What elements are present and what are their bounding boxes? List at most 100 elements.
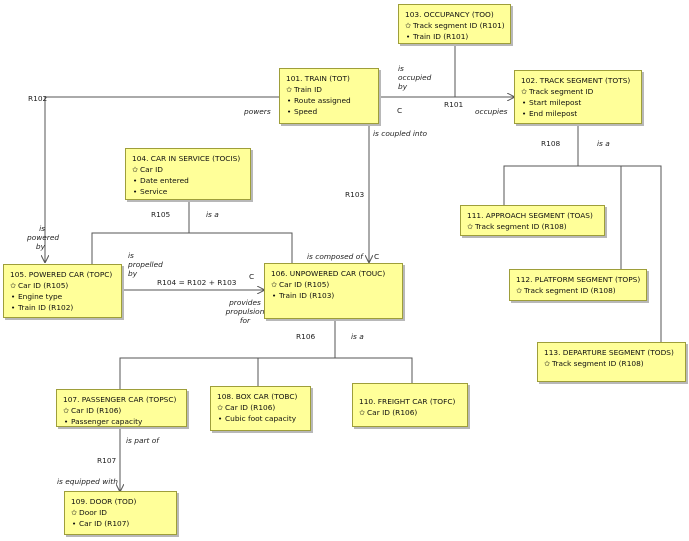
entity-attribute: ✩Car ID (R106): [359, 407, 461, 418]
r108-branch-line: [503, 165, 662, 342]
entity-occupancy[interactable]: 103. OCCUPANCY (TOO)✩Track segment ID (R…: [398, 4, 511, 44]
entity-title: 112. PLATFORM SEGMENT (TOPS): [516, 275, 641, 284]
bullet-icon: •: [132, 187, 138, 196]
entity-attribute: ✩Train ID: [286, 84, 372, 95]
entity-car-in-service[interactable]: 104. CAR IN SERVICE (TOCIS)✩Car ID•Date …: [125, 148, 251, 200]
label-c-train: C: [397, 106, 403, 115]
entity-powered-car[interactable]: 105. POWERED CAR (TOPC)✩Car ID (R105)•En…: [3, 264, 122, 318]
entity-title: 109. DOOR (TOD): [71, 497, 137, 506]
entity-attribute: •Route assigned: [286, 95, 372, 106]
label-is-a-r108: is a: [597, 139, 610, 148]
label-is-coupled-into: is coupled into: [373, 129, 428, 138]
attribute-text: Car ID (R106): [367, 408, 418, 417]
identifier-star-icon: ✩: [404, 21, 412, 30]
r106-branch-line: [119, 357, 413, 389]
entity-attribute: ✩Car ID: [132, 164, 244, 175]
label-is-equipped-with: is equipped with: [57, 477, 118, 486]
attribute-text: Train ID (R102): [18, 303, 74, 312]
label-is-composed-of: is composed of: [307, 252, 363, 261]
attribute-text: Passenger capacity: [71, 417, 143, 426]
attribute-text: Car ID: [140, 165, 163, 174]
entity-attribute: ✩Track segment ID: [521, 86, 635, 97]
entity-attribute: ✩Car ID (R106): [217, 402, 304, 413]
entity-attribute: •Cubic foot capacity: [217, 413, 304, 424]
attribute-text: Track segment ID: [529, 87, 594, 96]
entity-box-car[interactable]: 108. BOX CAR (TOBC)✩Car ID (R106)•Cubic …: [210, 386, 311, 431]
label-is-powered-by: is powered by: [27, 224, 60, 251]
entity-attribute: ✩Car ID (R105): [10, 280, 115, 291]
entity-attribute: ✩Track segment ID (R108): [544, 358, 679, 369]
entity-attribute: •Date entered: [132, 175, 244, 186]
label-provides-propulsion-for: provides propulsion for: [225, 298, 265, 325]
entity-attribute: •Passenger capacity: [63, 416, 180, 427]
bullet-icon: •: [405, 32, 411, 41]
identifier-star-icon: ✩: [358, 408, 366, 417]
bullet-icon: •: [286, 96, 292, 105]
entity-title: 111. APPROACH SEGMENT (TOAS): [467, 211, 593, 220]
attribute-text: Start milepost: [529, 98, 582, 107]
identifier-star-icon: ✩: [515, 286, 523, 295]
entity-unpowered-car[interactable]: 106. UNPOWERED CAR (TOUC)✩Car ID (R105)•…: [264, 263, 403, 319]
entity-title: 104. CAR IN SERVICE (TOCIS): [132, 154, 241, 163]
label-powers: powers: [244, 107, 271, 116]
attribute-text: Car ID (R106): [71, 406, 122, 415]
attribute-text: Track segment ID (R101): [413, 21, 505, 30]
r102-line: [45, 96, 279, 262]
label-r104: R104 = R102 + R103: [157, 278, 237, 287]
entity-attribute: •Train ID (R101): [405, 31, 504, 42]
label-is-propelled-by: is propelled by: [128, 251, 163, 278]
entity-title: 108. BOX CAR (TOBC): [217, 392, 298, 401]
entity-title: 113. DEPARTURE SEGMENT (TODS): [544, 348, 674, 357]
attribute-text: Engine type: [18, 292, 63, 301]
identifier-star-icon: ✩: [466, 222, 474, 231]
attribute-text: Speed: [294, 107, 318, 116]
bullet-icon: •: [286, 107, 292, 116]
entity-approach-segment[interactable]: 111. APPROACH SEGMENT (TOAS)✩Track segme…: [460, 205, 605, 236]
identifier-star-icon: ✩: [70, 508, 78, 517]
entity-freight-car[interactable]: 110. FREIGHT CAR (TOFC)✩Car ID (R106): [352, 383, 468, 427]
attribute-text: Train ID: [294, 85, 322, 94]
entity-attribute: ✩Track segment ID (R108): [467, 221, 598, 232]
label-is-occupied-by: is occupied by: [398, 64, 432, 91]
attribute-text: Door ID: [79, 508, 107, 517]
entity-attribute: ✩Car ID (R106): [63, 405, 180, 416]
identifier-star-icon: ✩: [9, 281, 17, 290]
entity-title: 110. FREIGHT CAR (TOFC): [359, 397, 456, 406]
attribute-text: Track segment ID (R108): [475, 222, 567, 231]
entity-attribute: •Service: [132, 186, 244, 197]
entity-attribute: ✩Track segment ID (R101): [404, 20, 505, 31]
entity-attribute: •Car ID (R107): [71, 518, 170, 529]
identifier-star-icon: ✩: [62, 406, 70, 415]
entity-passenger-car[interactable]: 107. PASSENGER CAR (TOPSC)✩Car ID (R106)…: [56, 389, 187, 427]
entity-attribute: ✩Car ID (R105): [271, 279, 396, 290]
entity-title: 101. TRAIN (TOT): [286, 74, 350, 83]
bullet-icon: •: [10, 292, 16, 301]
label-r106: R106: [296, 332, 316, 341]
entity-train[interactable]: 101. TRAIN (TOT)✩Train ID•Route assigned…: [279, 68, 379, 124]
entity-track-segment[interactable]: 102. TRACK SEGMENT (TOTS)✩Track segment …: [514, 70, 642, 124]
entity-title: 102. TRACK SEGMENT (TOTS): [521, 76, 631, 85]
attribute-text: Route assigned: [294, 96, 351, 105]
label-c-unpowered: C: [374, 252, 380, 261]
entity-attribute: •Engine type: [10, 291, 115, 302]
identifier-star-icon: ✩: [216, 403, 224, 412]
entity-title: 106. UNPOWERED CAR (TOUC): [271, 269, 386, 278]
entity-departure-segment[interactable]: 113. DEPARTURE SEGMENT (TODS)✩Track segm…: [537, 342, 686, 382]
label-is-a-r105: is a: [206, 210, 219, 219]
entity-attribute: •Start milepost: [521, 97, 635, 108]
attribute-text: Car ID (R106): [225, 403, 276, 412]
label-r108: R108: [541, 139, 561, 148]
label-r107: R107: [97, 456, 117, 465]
attribute-text: Train ID (R101): [413, 32, 469, 41]
entity-attribute: ✩Track segment ID (R108): [516, 285, 640, 296]
identifier-star-icon: ✩: [131, 165, 139, 174]
identifier-star-icon: ✩: [270, 280, 278, 289]
label-is-part-of: is part of: [126, 436, 159, 445]
identifier-star-icon: ✩: [285, 85, 293, 94]
entity-platform-segment[interactable]: 112. PLATFORM SEGMENT (TOPS)✩Track segme…: [509, 269, 647, 301]
r105-branch-line: [91, 232, 293, 264]
attribute-text: Car ID (R107): [79, 519, 130, 528]
entity-attribute: •Train ID (R103): [271, 290, 396, 301]
bullet-icon: •: [271, 291, 277, 300]
entity-door[interactable]: 109. DOOR (TOD) ✩Door ID•Car ID (R107): [64, 491, 177, 535]
